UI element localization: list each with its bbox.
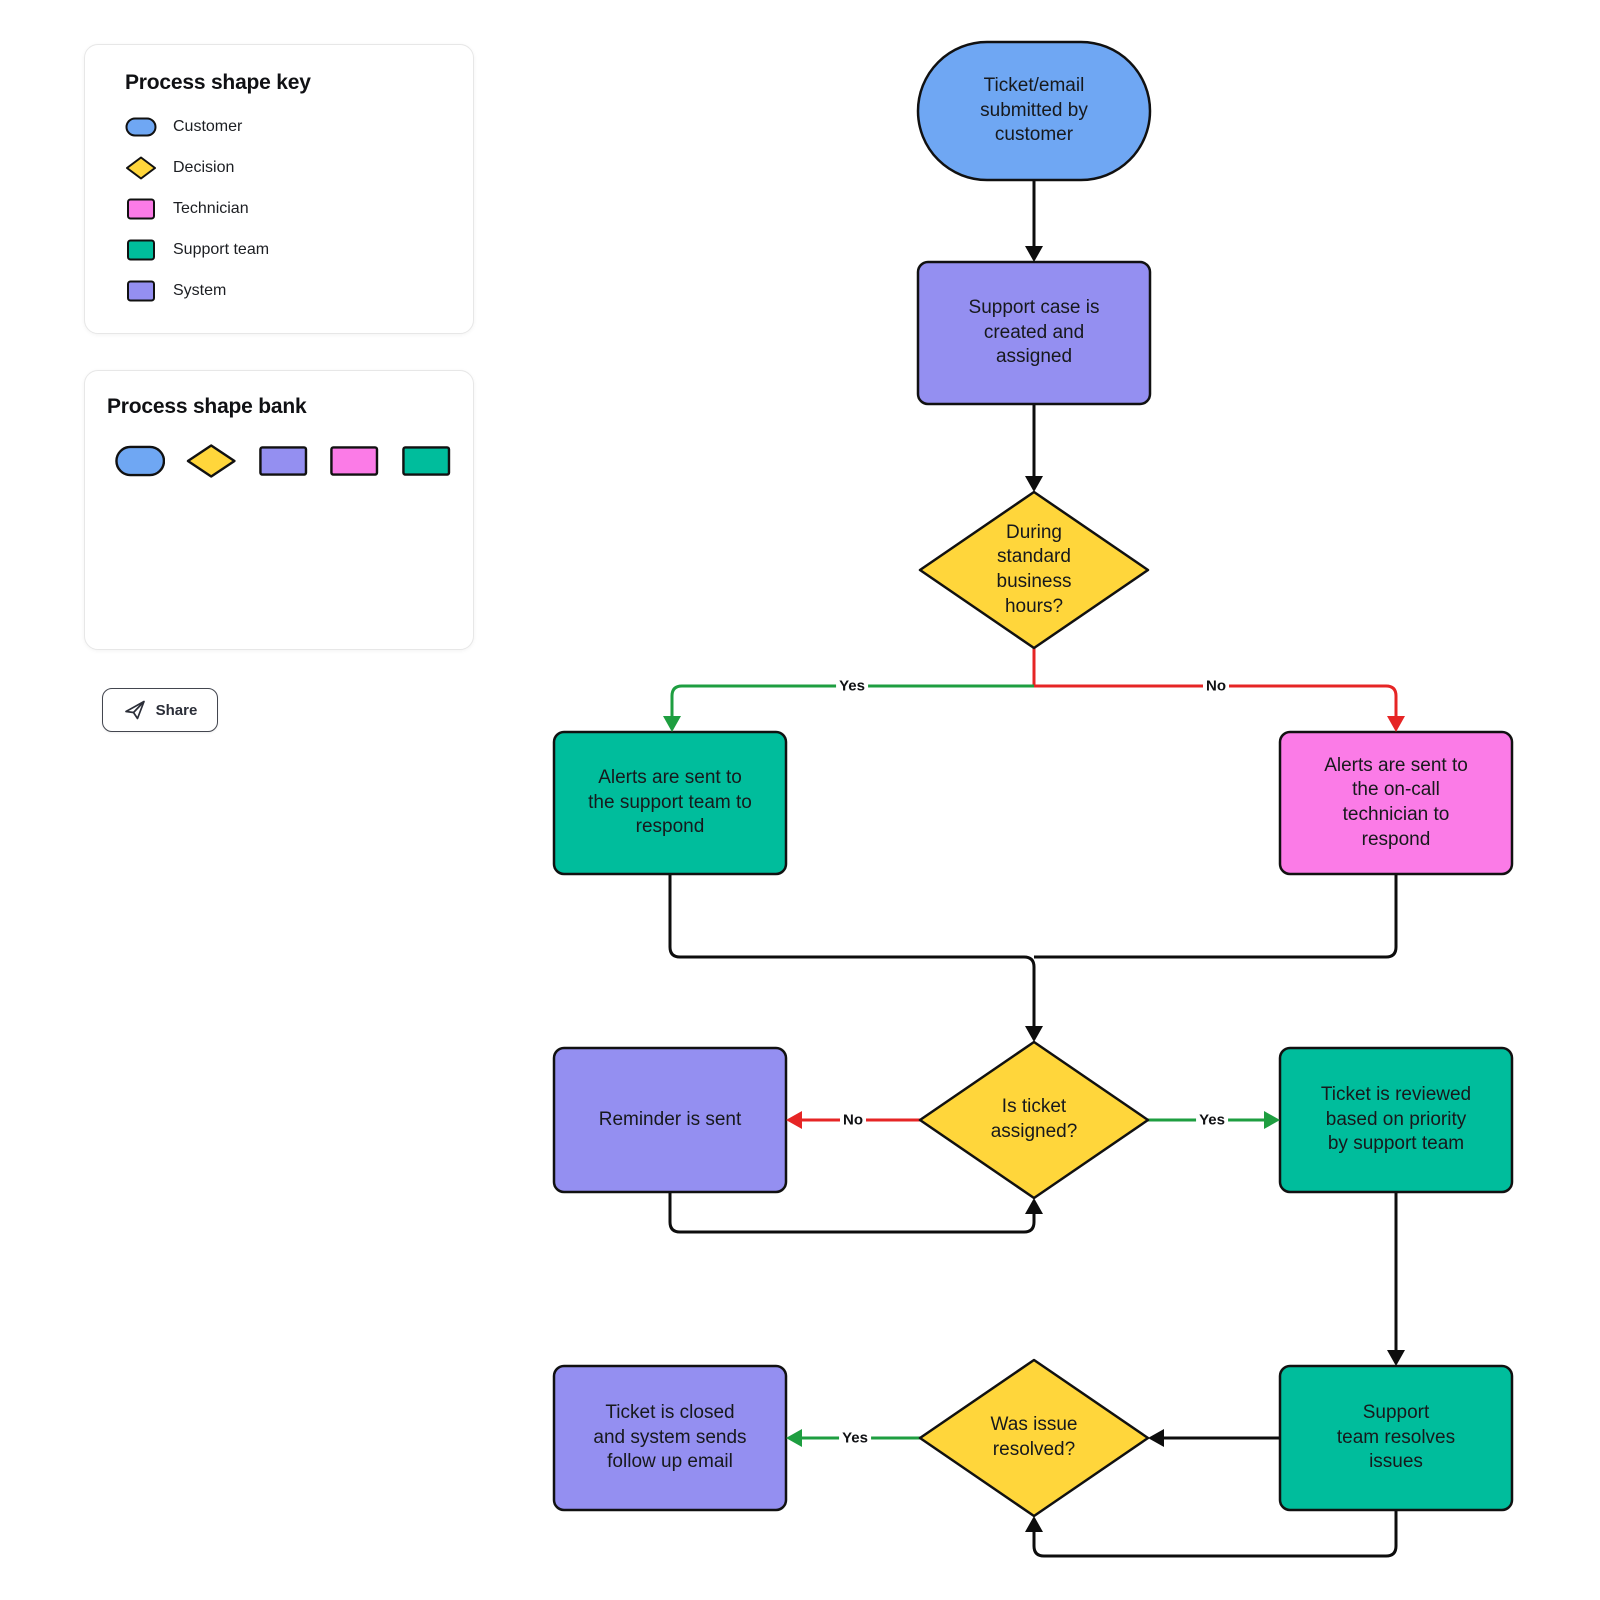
node-business-hours-shape[interactable] [918, 490, 1150, 650]
paper-plane-icon [123, 698, 147, 722]
arrowhead-start-to-case [1025, 246, 1043, 262]
legend-label-decision: Decision [173, 159, 235, 176]
bank-customer-stadium[interactable] [115, 443, 166, 479]
edge-reminder-loop[interactable] [668, 1192, 1036, 1234]
bank-decision-diamond[interactable] [186, 443, 237, 479]
edge-label-assigned-yes[interactable]: Yes [1196, 1111, 1228, 1129]
node-issue-resolved-shape[interactable] [918, 1358, 1150, 1518]
node-ticket-assigned-shape[interactable] [918, 1040, 1150, 1200]
edge-technician-to-assigned[interactable] [1034, 874, 1398, 959]
edge-label-assigned-no[interactable]: No [840, 1111, 866, 1129]
edge-support-to-assigned[interactable] [668, 874, 1036, 1028]
edge-label-hours-no[interactable]: No [1203, 677, 1229, 695]
share-label: Share [155, 701, 198, 719]
bank-support-team-rectangle[interactable] [401, 443, 451, 479]
decision-diamond-swatch [125, 156, 157, 180]
node-resolve-issues-shape[interactable] [1278, 1364, 1514, 1512]
legend-label-technician: Technician [173, 200, 249, 217]
node-start-shape[interactable] [916, 40, 1152, 182]
arrowhead-assigned-yes [1264, 1111, 1280, 1129]
system-rect-swatch [125, 280, 157, 302]
node-ticket-closed-shape[interactable] [552, 1364, 788, 1512]
arrowhead-resolved-yes [786, 1429, 802, 1447]
bank-technician-rectangle[interactable] [329, 443, 379, 479]
legend-label-support-team: Support team [173, 241, 270, 258]
edge-hours-no[interactable] [1034, 684, 1398, 718]
arrowhead-resolve-loop [1025, 1516, 1043, 1532]
bank-system-rectangle[interactable] [258, 443, 308, 479]
arrowhead-assigned-no [786, 1111, 802, 1129]
technician-rect-swatch [125, 198, 157, 220]
arrowhead-merge-to-assigned [1025, 1026, 1043, 1042]
shape-bank-title: Process shape bank [107, 395, 307, 418]
arrowhead-reminder-loop [1025, 1198, 1043, 1214]
edge-hours-yes[interactable] [670, 684, 1034, 718]
legend-label-system: System [173, 282, 227, 299]
legend-row-technician: Technician [125, 198, 433, 220]
legend-label-customer: Customer [173, 118, 243, 135]
arrowhead-hours-no [1387, 716, 1405, 732]
shape-key-title: Process shape key [125, 71, 311, 94]
arrowhead-hours-yes [663, 716, 681, 732]
node-alert-technician-shape[interactable] [1278, 730, 1514, 876]
node-case-created-shape[interactable] [916, 260, 1152, 406]
shape-key-panel: Process shape key Customer Decision [84, 44, 474, 334]
arrowhead-resolve-to-resolved [1148, 1429, 1164, 1447]
edge-resolve-loop[interactable] [1032, 1510, 1398, 1558]
edge-label-resolved-yes[interactable]: Yes [839, 1429, 871, 1447]
shape-bank-row [115, 443, 451, 479]
legend-row-support-team: Support team [125, 239, 433, 261]
legend-row-system: System [125, 280, 433, 302]
arrowhead-case-to-hours [1025, 476, 1043, 492]
arrowhead-reviewed-to-resolve [1387, 1350, 1405, 1366]
share-button[interactable]: Share [102, 688, 218, 732]
customer-stadium-swatch [125, 116, 157, 138]
node-alert-support-team-shape[interactable] [552, 730, 788, 876]
node-ticket-reviewed-shape[interactable] [1278, 1046, 1514, 1194]
shape-bank-panel: Process shape bank [84, 370, 474, 650]
legend-row-decision: Decision [125, 156, 433, 180]
legend-row-customer: Customer [125, 116, 433, 138]
edge-label-hours-yes[interactable]: Yes [836, 677, 868, 695]
shape-key-legend: Customer Decision Technician [125, 116, 433, 302]
support-team-rect-swatch [125, 239, 157, 261]
node-reminder-shape[interactable] [552, 1046, 788, 1194]
